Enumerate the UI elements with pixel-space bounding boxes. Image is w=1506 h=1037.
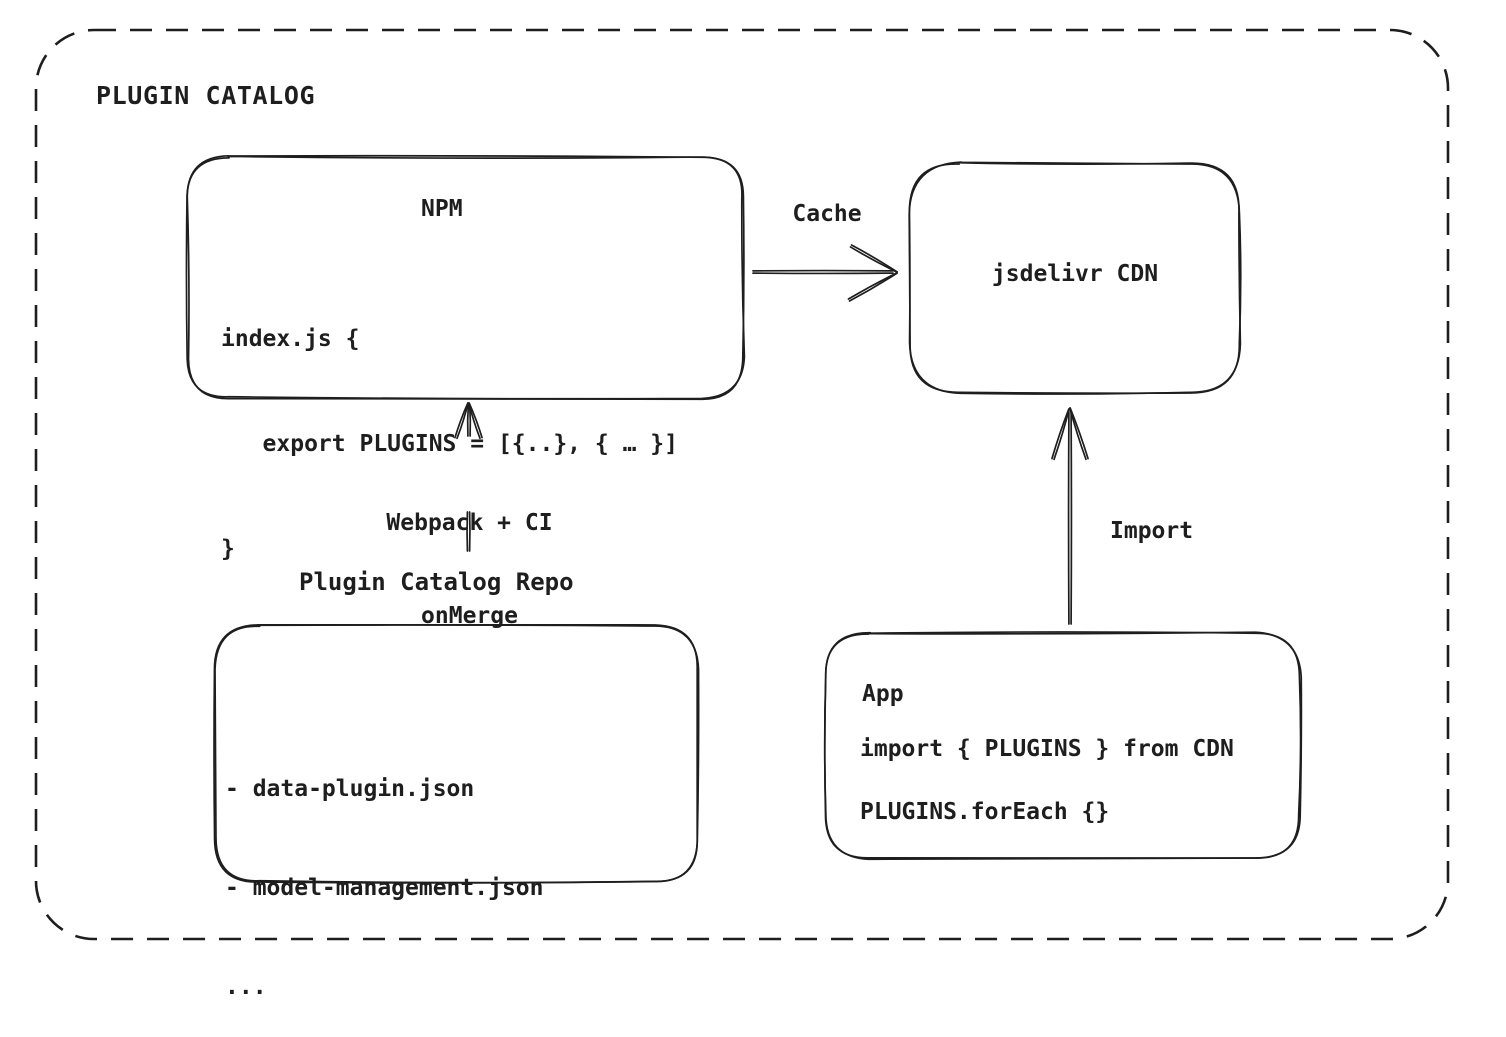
build-arrow-label: Webpack + CI onMerge bbox=[349, 446, 590, 663]
app-box-title: App bbox=[862, 683, 904, 706]
build-arrow-label-line2: onMerge bbox=[349, 601, 590, 632]
import-arrow-head bbox=[1054, 409, 1069, 459]
import-arrow-head bbox=[1070, 408, 1088, 459]
app-code-line-import: import { PLUGINS } from CDN bbox=[860, 738, 1234, 761]
npm-box-title: NPM bbox=[421, 198, 463, 221]
repo-file-item: - data-plugin.json bbox=[225, 773, 544, 806]
cache-arrow-head bbox=[850, 247, 896, 272]
repo-file-item: ... bbox=[225, 971, 544, 1004]
cache-arrow-head bbox=[850, 273, 898, 301]
repo-file-list: - data-plugin.json - model-management.js… bbox=[225, 707, 544, 1037]
app-code-line-foreach: PLUGINS.forEach {} bbox=[860, 801, 1109, 824]
import-arrow-label: Import bbox=[1110, 520, 1193, 543]
cdn-box-title: jsdelivr CDN bbox=[910, 263, 1240, 286]
cache-arrow-label: Cache bbox=[760, 203, 894, 226]
cache-arrow-head bbox=[852, 245, 898, 272]
diagram-page: { "colors": { "ink": "#1e1e1e", "backgro… bbox=[0, 0, 1506, 1002]
import-arrow-head bbox=[1052, 409, 1069, 459]
repo-file-item: - model-management.json bbox=[225, 872, 544, 905]
import-arrow-head bbox=[1070, 408, 1086, 459]
npm-code-line: index.js { bbox=[221, 322, 678, 357]
repo-heading: Plugin Catalog Repo bbox=[299, 570, 574, 594]
cache-arrow-head bbox=[848, 273, 896, 299]
build-arrow-label-line1: Webpack + CI bbox=[349, 508, 590, 539]
frame-title: PLUGIN CATALOG bbox=[96, 83, 315, 108]
